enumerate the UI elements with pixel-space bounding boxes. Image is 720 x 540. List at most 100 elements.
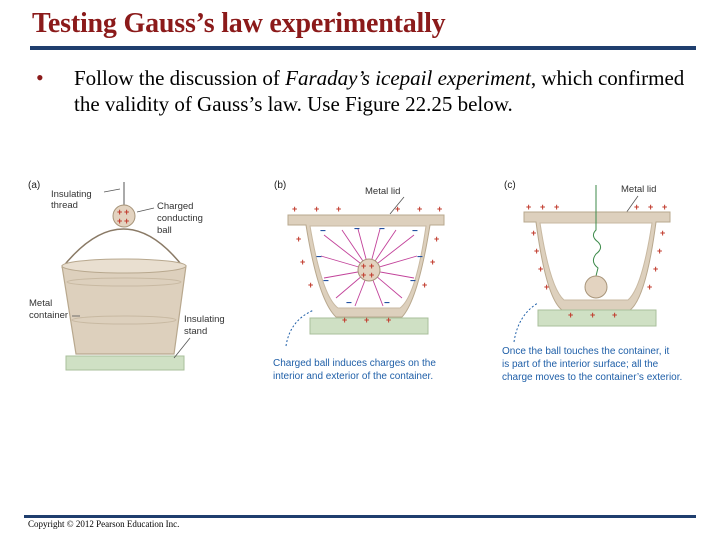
exterior-charge: + xyxy=(612,310,617,320)
exterior-charge: + xyxy=(590,310,595,320)
label-insulating-thread-2: thread xyxy=(51,200,78,211)
exterior-charge: + xyxy=(342,315,347,325)
ball-charge-sign: + xyxy=(369,270,374,280)
exterior-charge: + xyxy=(437,204,442,214)
caption-b-line-2: interior and exterior of the container. xyxy=(273,371,433,382)
insulating-stand xyxy=(65,355,185,371)
panel-a-letter: (a) xyxy=(28,180,40,191)
exterior-charge: + xyxy=(660,228,665,238)
interior-charge: − xyxy=(384,298,390,309)
label-charged-ball-2: conducting xyxy=(157,213,203,224)
exterior-charge: + xyxy=(430,257,435,267)
exterior-charge: + xyxy=(554,202,559,212)
label-metal-lid: Metal lid xyxy=(365,186,400,197)
label-insulating-stand-2: stand xyxy=(184,326,207,337)
leader-line-ball xyxy=(136,207,155,213)
ball-charge-sign: + xyxy=(117,207,122,217)
exterior-charge: + xyxy=(534,246,539,256)
container-rim xyxy=(61,258,187,274)
exterior-charge: + xyxy=(395,204,400,214)
exterior-charge: + xyxy=(417,204,422,214)
ball-charge-sign: + xyxy=(361,270,366,280)
leader-line-thread xyxy=(103,188,121,193)
bullet-text-start: Follow the discussion of xyxy=(74,66,286,90)
panel-b-letter: (b) xyxy=(274,180,286,191)
caption-c-line-1: Once the ball touches the container, it xyxy=(502,346,670,357)
caption-b-line-1: Charged ball induces charges on the xyxy=(273,358,436,369)
interior-charge: − xyxy=(346,298,352,309)
exterior-charge: + xyxy=(544,282,549,292)
title-divider xyxy=(30,46,696,50)
label-charged-ball-1: Charged xyxy=(157,201,193,212)
exterior-charge: + xyxy=(422,280,427,290)
exterior-charge: + xyxy=(434,234,439,244)
interior-charge: − xyxy=(379,224,385,235)
footer-divider xyxy=(24,515,696,518)
leader-line-stand xyxy=(173,337,191,359)
leader-line-lid xyxy=(389,196,405,215)
ball-charge-sign: + xyxy=(361,261,366,271)
exterior-charge: + xyxy=(538,264,543,274)
neutral-ball xyxy=(584,275,608,299)
copyright-notice: Copyright © 2012 Pearson Education Inc. xyxy=(28,519,180,529)
exterior-charge: + xyxy=(647,282,652,292)
label-charged-ball-3: ball xyxy=(157,225,172,236)
interior-charge: − xyxy=(412,226,418,237)
label-metal-lid: Metal lid xyxy=(621,184,656,195)
caption-pointer xyxy=(285,309,315,347)
container-ridge xyxy=(71,315,177,325)
panel-a: (a) Insulating thread + + + + Charged co… xyxy=(28,180,225,371)
charged-ball xyxy=(112,204,136,228)
caption-c-line-2: is part of the interior surface; all the xyxy=(502,359,659,370)
interior-charge: − xyxy=(323,276,329,287)
charged-ball xyxy=(357,258,381,282)
label-metal-container-1: Metal xyxy=(29,298,52,309)
exterior-charge: + xyxy=(653,264,658,274)
exterior-charge: + xyxy=(540,202,545,212)
bullet-marker: • xyxy=(36,65,44,90)
exterior-charge: + xyxy=(526,202,531,212)
ball-charge-sign: + xyxy=(117,216,122,226)
container-interior xyxy=(539,222,653,301)
ball-charge-sign: + xyxy=(124,216,129,226)
panel-c-letter: (c) xyxy=(504,180,516,191)
interior-charge: − xyxy=(410,276,416,287)
ball-charge-sign: + xyxy=(124,207,129,217)
exterior-charge: + xyxy=(300,257,305,267)
interior-charge: − xyxy=(417,252,423,263)
insulating-thread xyxy=(592,185,602,277)
bullet-text-end: , which confirmed the validity of Gauss’… xyxy=(74,66,685,116)
insulating-stand xyxy=(537,309,657,327)
exterior-charge: + xyxy=(364,315,369,325)
exterior-charge: + xyxy=(531,228,536,238)
caption-pointer xyxy=(513,302,539,343)
ball-charge-sign: + xyxy=(369,261,374,271)
exterior-charge: + xyxy=(568,310,573,320)
exterior-charge: + xyxy=(308,280,313,290)
figure-22-25: (a) Insulating thread + + + + Charged co… xyxy=(28,180,682,383)
bullet-text: Follow the discussion of Faraday’s icepa… xyxy=(74,65,704,117)
exterior-charge: + xyxy=(336,204,341,214)
slide-title: Testing Gauss’s law experimentally xyxy=(32,8,446,39)
exterior-charge: + xyxy=(292,204,297,214)
interior-charge: − xyxy=(354,224,360,235)
interior-charge: − xyxy=(316,252,322,263)
container-ridge xyxy=(66,277,182,287)
label-metal-container-2: container xyxy=(29,310,68,321)
panel-b: (b) Metal lid + + + + + + + xyxy=(273,180,445,382)
exterior-charge: + xyxy=(657,246,662,256)
exterior-charge: + xyxy=(662,202,667,212)
exterior-charge: + xyxy=(314,204,319,214)
exterior-charge: + xyxy=(296,234,301,244)
bullet-text-italic: Faraday’s icepail experiment xyxy=(285,66,531,90)
panel-c: (c) Metal lid + + + + + + + + + + + + + … xyxy=(502,180,682,383)
interior-charge: − xyxy=(320,226,326,237)
insulating-stand xyxy=(309,317,429,335)
label-insulating-thread-1: Insulating xyxy=(51,189,92,200)
exterior-charge: + xyxy=(634,202,639,212)
leader-line-lid xyxy=(625,195,639,214)
exterior-charge: + xyxy=(648,202,653,212)
caption-c-line-3: charge moves to the container’s exterior… xyxy=(502,372,682,383)
exterior-charge: + xyxy=(386,315,391,325)
bucket-handle xyxy=(61,228,185,269)
